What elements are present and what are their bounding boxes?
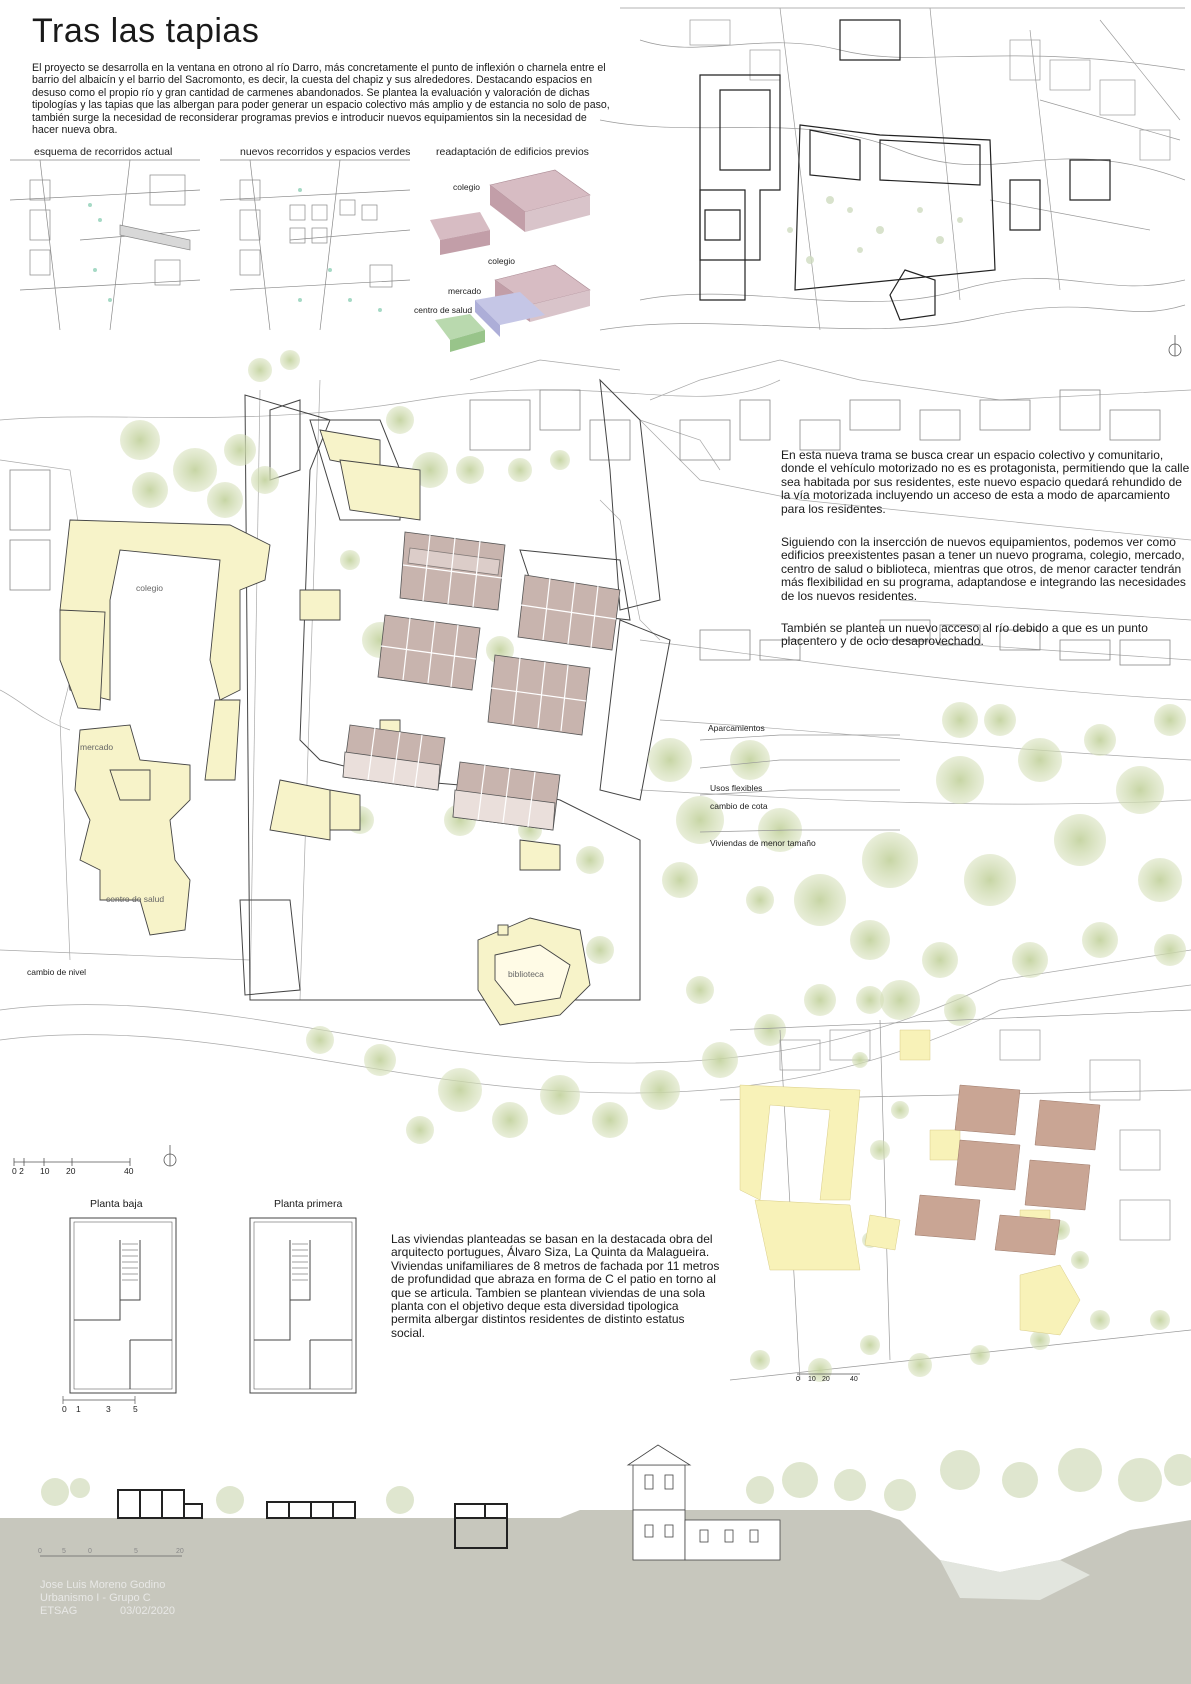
axo-label-colegio-top: colegio [453, 182, 480, 192]
axo-label-mercado: mercado [448, 286, 482, 296]
axo-label-centro-salud: centro de salud [414, 305, 473, 315]
credit-date: 03/02/2020 [120, 1605, 176, 1617]
section-houses [117, 1489, 508, 1519]
site-plan-top-trees [787, 196, 963, 264]
scale-main-label-3: 40 [124, 1166, 134, 1176]
scale-section-label-1: 5 [62, 1548, 66, 1555]
house-plan-first-title: Planta primera [274, 1198, 343, 1210]
diagram-1-paths [88, 203, 112, 302]
intro-paragraph: El proyecto se desarrolla en la ventana … [32, 62, 610, 137]
section-tower [626, 1444, 781, 1561]
right-text-p2: Siguiendo con la insercción de nuevos eq… [781, 535, 1186, 603]
plan-label-usos-flexibles: Usos flexibles [710, 783, 763, 793]
axo-yellow [739, 1029, 1081, 1336]
plan-label-mercado: mercado [80, 742, 114, 752]
diagram-2-map [219, 159, 411, 331]
scale-section-label-2: 0 [88, 1548, 92, 1555]
scale-house-label-1: 1 [76, 1404, 81, 1414]
site-plan-top [599, 7, 1186, 331]
house-plan-first [249, 1217, 357, 1394]
axo-mercado [435, 264, 591, 352]
section-ground [0, 1510, 1191, 1684]
plan-label-centro-salud: centro de salud [106, 894, 165, 904]
diagram-2-caption: nuevos recorridos y espacios verdes [240, 146, 411, 158]
diagram-2-greens [298, 188, 382, 312]
axo-context [719, 1009, 1191, 1381]
main-trees [120, 350, 1186, 1144]
scale-section-label-3: 5 [134, 1548, 138, 1555]
axo-label-colegio: colegio [488, 256, 515, 266]
page-title: Tras las tapias [32, 12, 260, 50]
scale-section-label-4: 20 [176, 1548, 184, 1555]
main-biblioteca [477, 917, 591, 1026]
plan-label-cambio-nivel: cambio de nivel [27, 967, 87, 977]
plan-label-biblioteca: biblioteca [508, 969, 544, 979]
right-text-p1: En esta nueva trama se busca crear un es… [781, 448, 1190, 516]
house-plan-ground [69, 1217, 177, 1394]
main-housing [342, 531, 621, 831]
main-context-buildings [9, 389, 1171, 666]
credit-school: ETSAG [40, 1605, 78, 1617]
scale-main-label-2: 20 [66, 1166, 76, 1176]
main-street-blocks [239, 378, 671, 1001]
axo-housing [914, 1084, 1101, 1256]
scale-axo-label-0: 0 [796, 1376, 800, 1383]
north-arrow-main [163, 1145, 177, 1167]
scale-axo-label-1: 10 [808, 1376, 816, 1383]
house-plan-ground-title: Planta baja [90, 1198, 143, 1210]
house-description: Las viviendas planteadas se basan en la … [391, 1232, 720, 1340]
scale-main-label-0: 0 2 [12, 1166, 24, 1176]
scale-main-bar [13, 1158, 131, 1166]
section-trees [41, 1448, 1191, 1514]
section-river [940, 1560, 1090, 1600]
site-plan-top-blocks [699, 19, 1111, 321]
main-mercado-centro [74, 724, 191, 936]
plan-label-aparcamientos: Aparcamientos [708, 723, 765, 733]
plan-label-viviendas-menor: Viviendas de menor tamaño [710, 838, 816, 848]
axo-colegio-top [430, 169, 591, 255]
scale-house-bar [62, 1396, 136, 1404]
cambio-nivel-lines [699, 734, 900, 833]
scale-main-label-1: 10 [40, 1166, 50, 1176]
scale-axo-label-2: 20 [822, 1376, 830, 1383]
north-arrow-top [1168, 335, 1182, 357]
diagram-1-map [9, 159, 201, 331]
credit-author: Jose Luis Moreno Godino [40, 1579, 166, 1591]
scale-house-label-0: 0 [62, 1404, 67, 1414]
main-colegio [59, 429, 561, 871]
diagram-1-caption: esquema de recorridos actual [34, 146, 173, 158]
plan-label-cambio-cota: cambio de cota [710, 801, 768, 811]
right-text-p3: También se plantea un nuevo acceso al rí… [781, 621, 1148, 649]
scale-section-label-0: 0 [38, 1548, 42, 1555]
plan-label-colegio: colegio [136, 583, 163, 593]
section-house-under [454, 1517, 508, 1549]
credit-course: Urbanismo I - Grupo C [40, 1592, 151, 1604]
scale-axo-label-3: 40 [850, 1376, 858, 1383]
diagram-3-caption: readaptación de edificios previos [436, 146, 589, 158]
scale-house-label-2: 3 [106, 1404, 111, 1414]
scale-house-label-3: 5 [133, 1404, 138, 1414]
